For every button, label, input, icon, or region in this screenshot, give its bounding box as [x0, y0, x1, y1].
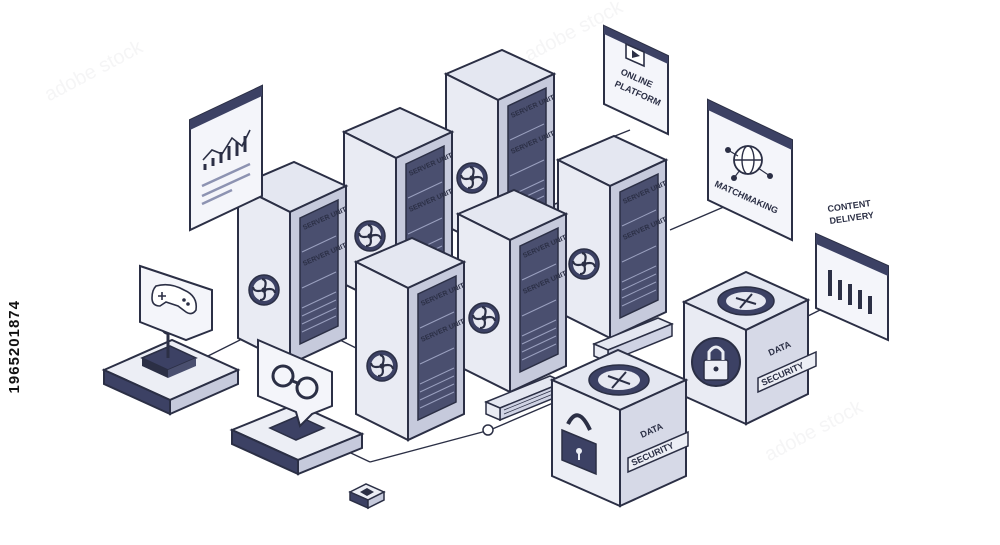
joystick-icon — [140, 321, 198, 378]
server-unit-back-left: SERVER UNIT SERVER UNIT — [343, 107, 454, 311]
bar-chart-icon — [201, 129, 251, 206]
padlock-icon — [561, 413, 597, 476]
server-unit-front: SERVER UNIT SERVER UNIT — [355, 237, 466, 441]
infinity-link-icon — [271, 364, 319, 400]
server-unit-left: SERVER UNIT SERVER UNIT — [237, 161, 348, 365]
matchmaking-card: MATCHMAKING — [707, 98, 793, 242]
server-unit-back-center: SERVER UNIT SERVER UNIT — [445, 49, 556, 253]
globe-network-icon — [725, 145, 773, 181]
play-icon — [625, 42, 645, 68]
content-delivery-card — [815, 232, 889, 342]
analytics-card — [189, 84, 263, 232]
padlock-icon — [703, 345, 729, 381]
data-security-box-back: DATA SECURITY — [681, 270, 817, 426]
stock-image-id: 1965201874 — [6, 300, 23, 394]
game-controller-icon — [151, 283, 198, 315]
connector-node — [482, 424, 494, 436]
link-platform — [229, 338, 365, 476]
server-unit-right: SERVER UNIT SERVER UNIT — [557, 135, 668, 339]
chip-node — [348, 483, 386, 510]
gaming-platform — [101, 264, 241, 416]
online-platform-card: ONLINE PLATFORM — [603, 24, 669, 136]
server-unit-middle: SERVER UNIT SERVER UNIT — [457, 189, 568, 393]
bar-chart-icon — [828, 270, 872, 314]
data-security-box-front: DATA SECURITY — [549, 348, 689, 508]
